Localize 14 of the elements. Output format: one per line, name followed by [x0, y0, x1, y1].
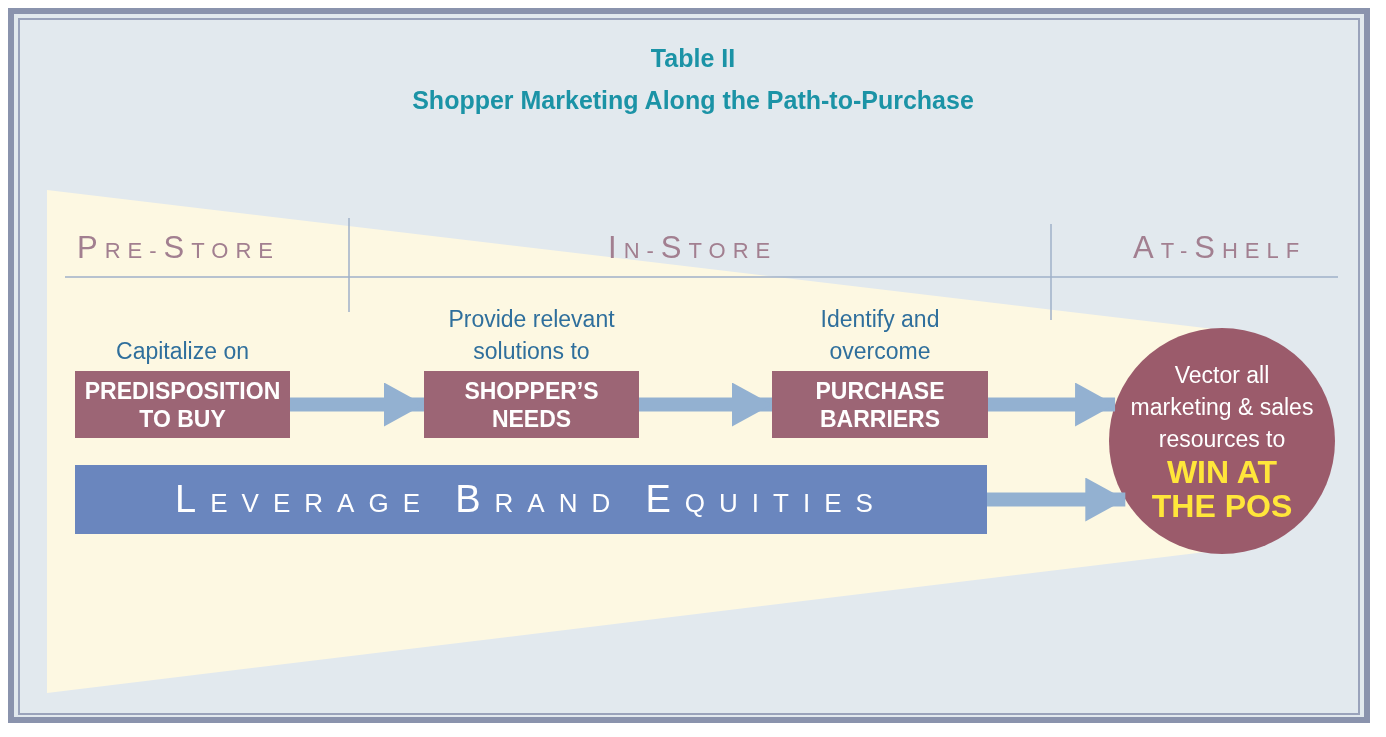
arrow: [987, 477, 1126, 522]
arrow: [988, 382, 1116, 427]
stage-box: SHOPPER’S NEEDS: [424, 371, 639, 438]
diagram-title: Shopper Marketing Along the Path-to-Purchase: [411, 86, 975, 115]
step-heading: Identify and overcome: [819, 305, 941, 366]
table-number: Table II: [649, 44, 737, 73]
stage-box: PREDISPOSITION TO BUY: [75, 371, 290, 438]
step-heading: Capitalize on: [115, 337, 250, 366]
step-heading: Provide relevant solutions to: [447, 305, 616, 366]
arrow: [639, 382, 772, 427]
goal-text: Vector all marketing & sales resources to: [1129, 361, 1315, 454]
arrow: [290, 382, 424, 427]
goal-highlight: WIN AT THE POS: [1150, 455, 1294, 523]
stage-box: PURCHASE BARRIERS: [772, 371, 988, 438]
